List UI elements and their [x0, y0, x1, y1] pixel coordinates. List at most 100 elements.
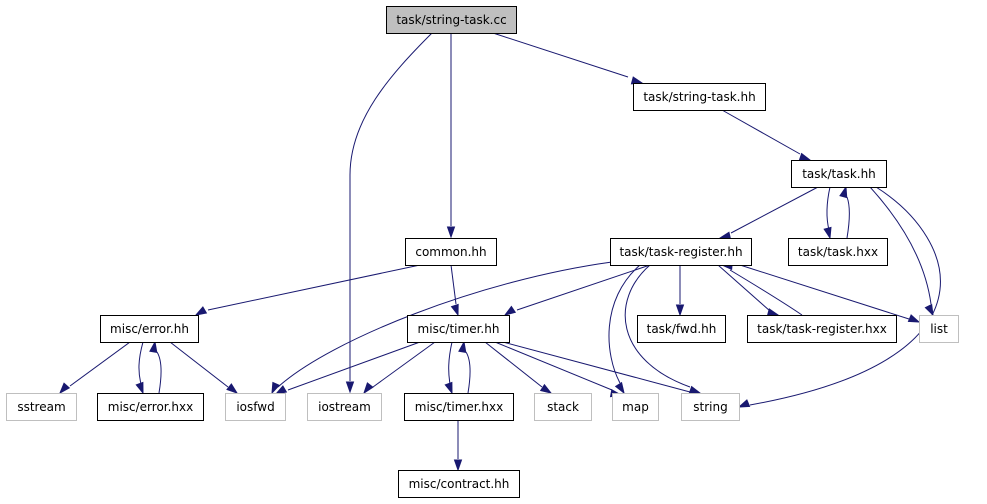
graph-nodes: task/string-task.cc task/string-task.hh ta… — [6, 6, 959, 498]
edge-timer_hh-to-stack — [484, 341, 553, 394]
edge-arrowhead — [274, 385, 288, 395]
node-box — [534, 393, 592, 421]
edge-common_hh-to-error_hh — [194, 264, 421, 316]
edge-string_task_cc-to-iostream — [345, 32, 433, 394]
node-task-register-hxx[interactable]: task/task-register.hxx — [747, 315, 897, 343]
node-label: iostream — [318, 400, 371, 414]
edge-arrowhead — [823, 226, 832, 240]
edge-arrowhead — [924, 303, 934, 317]
edge-timer_hh-to-map — [494, 341, 623, 398]
node-error-hh[interactable]: misc/error.hh — [100, 315, 199, 343]
node-task-hh[interactable]: task/task.hh — [791, 160, 887, 188]
edge-line — [484, 341, 543, 388]
edge-arrowhead — [345, 381, 355, 394]
node-string-task-cc[interactable]: task/string-task.cc — [386, 6, 517, 34]
edge-timer_hxx-to-timer_hh — [458, 340, 471, 394]
node-box — [788, 238, 888, 266]
edge-line — [749, 186, 941, 406]
edge-string_task_cc-to-string_task_hh — [492, 32, 644, 85]
node-box — [6, 393, 77, 421]
edge-arrowhead — [58, 382, 71, 395]
edge-arrowhead — [458, 340, 467, 354]
edge-arrowhead — [226, 383, 239, 394]
edge-timer_hh-to-iostream — [363, 341, 436, 395]
node-iosfwd: iosfwd — [225, 393, 286, 421]
node-iostream: iostream — [307, 393, 382, 421]
node-fwd-hh[interactable]: task/fwd.hh — [637, 315, 726, 343]
edge-task_register_hh-to-map — [608, 264, 641, 395]
node-timer-hxx[interactable]: misc/timer.hxx — [404, 393, 514, 421]
edge-line — [287, 341, 421, 391]
edge-arrowhead — [450, 303, 459, 317]
node-label: misc/contract.hh — [409, 477, 510, 491]
edge-line — [494, 341, 613, 391]
node-label: task/task-register.hxx — [757, 322, 887, 336]
edge-task_register_hh-to-fwd_hh — [675, 265, 685, 317]
edge-line — [277, 261, 613, 388]
node-label: list — [930, 322, 948, 336]
edge-arrowhead — [907, 314, 921, 323]
node-task-hxx[interactable]: task/task.hxx — [788, 238, 888, 266]
node-task-register-hh[interactable]: task/task-register.hh — [610, 238, 752, 266]
edge-task_hh-to-string — [737, 186, 941, 408]
edge-arrowhead — [135, 381, 144, 395]
node-label: misc/timer.hxx — [415, 400, 503, 414]
edge-line — [138, 341, 144, 385]
edge-error_hxx-to-error_hh — [149, 340, 162, 394]
edge-line — [492, 32, 629, 78]
edge-arrowhead — [149, 340, 158, 354]
edge-line — [730, 186, 819, 234]
edge-task_hh-to-list — [869, 186, 934, 317]
node-string: string — [681, 393, 740, 421]
node-box — [307, 393, 382, 421]
node-timer-hh[interactable]: misc/timer.hh — [407, 315, 510, 343]
node-label: iosfwd — [236, 400, 274, 414]
edge-arrowhead — [539, 383, 553, 394]
edge-error_hh-to-iosfwd — [169, 341, 239, 394]
edge-error_hh-to-sstream — [58, 341, 131, 395]
node-error-hxx[interactable]: misc/error.hxx — [97, 393, 204, 421]
node-label: misc/timer.hh — [418, 322, 500, 336]
edge-line — [372, 341, 436, 388]
edge-line — [516, 264, 651, 311]
node-label: task/task.hxx — [798, 245, 878, 259]
node-box — [610, 238, 752, 266]
node-box — [681, 393, 740, 421]
edge-arrowhead — [737, 399, 751, 408]
edge-arrowhead — [675, 304, 685, 317]
edge-arrowhead — [766, 308, 780, 317]
edge-line — [169, 341, 229, 388]
edge-task_hh-to-task_hxx — [823, 186, 832, 240]
node-box — [612, 393, 659, 421]
node-label: task/task.hh — [802, 167, 876, 181]
edge-line — [717, 264, 771, 312]
edge-arrowhead — [798, 152, 812, 161]
node-contract-hh[interactable]: misc/contract.hh — [398, 470, 520, 498]
node-box — [637, 315, 726, 343]
edge-line — [207, 264, 421, 311]
edge-arrowhead — [271, 381, 281, 395]
edge-timer_hh-to-timer_hxx — [444, 341, 453, 395]
edge-arrowhead — [503, 305, 517, 316]
node-box — [100, 315, 199, 343]
edge-line — [450, 264, 457, 305]
node-box — [405, 238, 497, 266]
node-box — [747, 315, 897, 343]
node-box — [225, 393, 286, 421]
node-box — [407, 315, 510, 343]
node-label: string — [693, 400, 727, 414]
edge-common_hh-to-timer_hh — [450, 264, 459, 317]
edge-line — [826, 186, 831, 231]
edge-string_task_cc-to-common_hh — [446, 33, 456, 239]
node-label: task/fwd.hh — [647, 322, 717, 336]
node-common-hh[interactable]: common.hh — [405, 238, 497, 266]
edge-line — [729, 269, 803, 316]
node-string-task-hh[interactable]: task/string-task.hh — [633, 83, 766, 111]
edge-arrowhead — [194, 306, 208, 316]
node-stack: stack — [534, 393, 592, 421]
edge-task_register_hxx-to-task_register_hh — [720, 261, 803, 316]
edge-line — [608, 264, 641, 384]
edge-task_register_hh-to-iosfwd — [271, 261, 613, 395]
node-box — [919, 315, 959, 343]
